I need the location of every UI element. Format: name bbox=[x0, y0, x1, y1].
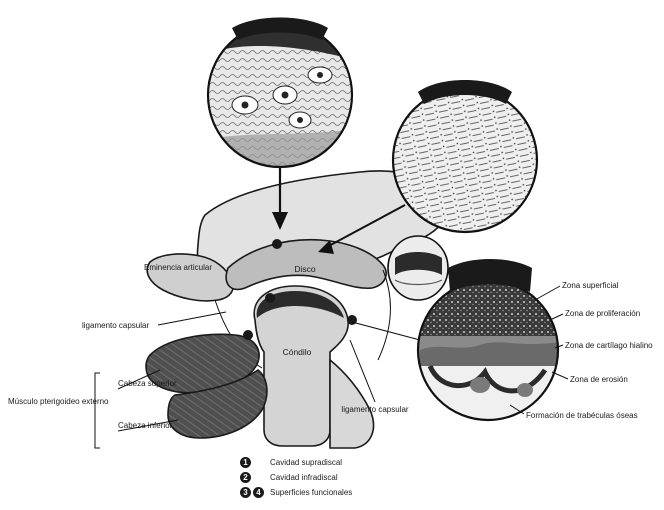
legend-badges: 1 bbox=[240, 457, 268, 468]
legend-text: Superficies funcionales bbox=[270, 488, 352, 497]
svg-text:1: 1 bbox=[275, 242, 279, 249]
legend-badges: 2 bbox=[240, 472, 268, 483]
legend-number-badge: 3 bbox=[240, 487, 251, 498]
legend-number-badge: 2 bbox=[240, 472, 251, 483]
mandibular-ramus bbox=[330, 360, 374, 448]
inset-lens bbox=[388, 236, 448, 300]
legend-row: 2 Cavidad infradiscal bbox=[240, 470, 460, 485]
svg-text:3: 3 bbox=[246, 333, 250, 340]
legend-number-badge: 1 bbox=[240, 457, 251, 468]
muscle-bracket bbox=[95, 373, 100, 448]
label-ligamento-capsular-left: ligamento capsular bbox=[82, 321, 149, 330]
label-zona-superficial: Zona superficial bbox=[562, 281, 619, 290]
label-disco: Disco bbox=[294, 264, 316, 274]
svg-text:2: 2 bbox=[268, 296, 272, 303]
legend-text: Cavidad infradiscal bbox=[270, 473, 338, 482]
top-circle-title: Cavidad articular bbox=[254, 27, 307, 34]
lower-circle-title: Capas del cartílago articular bbox=[450, 272, 532, 279]
legend-text: Cavidad supradiscal bbox=[270, 458, 342, 467]
svg-text:4: 4 bbox=[350, 318, 354, 325]
legend: 1 Cavidad supradiscal 2 Cavidad infradiscal… bbox=[240, 455, 460, 500]
label-musculo-group: Músculo pterigoideo externo bbox=[8, 397, 109, 406]
label-zona-erosion: Zona de erosión bbox=[570, 375, 628, 384]
label-cabeza-superior: Cabeza superior bbox=[118, 379, 177, 388]
magnifier-lower: Capas del cartílago articular bbox=[352, 259, 565, 426]
label-eminencia: Eminencia articular bbox=[144, 263, 212, 272]
legend-row: 1 Cavidad supradiscal bbox=[240, 455, 460, 470]
legend-number-badge: 4 bbox=[253, 487, 264, 498]
label-formacion: Formación de trabéculas óseas bbox=[526, 411, 638, 420]
label-ligamento-capsular-bottom: ligamento capsular bbox=[341, 405, 408, 414]
label-zona-proliferacion: Zona de proliferación bbox=[565, 309, 640, 318]
right-circle-title: Tejido articular bbox=[442, 90, 488, 97]
label-condilo: Cóndilo bbox=[283, 347, 312, 357]
label-zona-cartilago: Zona de cartílago hialino bbox=[565, 341, 653, 350]
